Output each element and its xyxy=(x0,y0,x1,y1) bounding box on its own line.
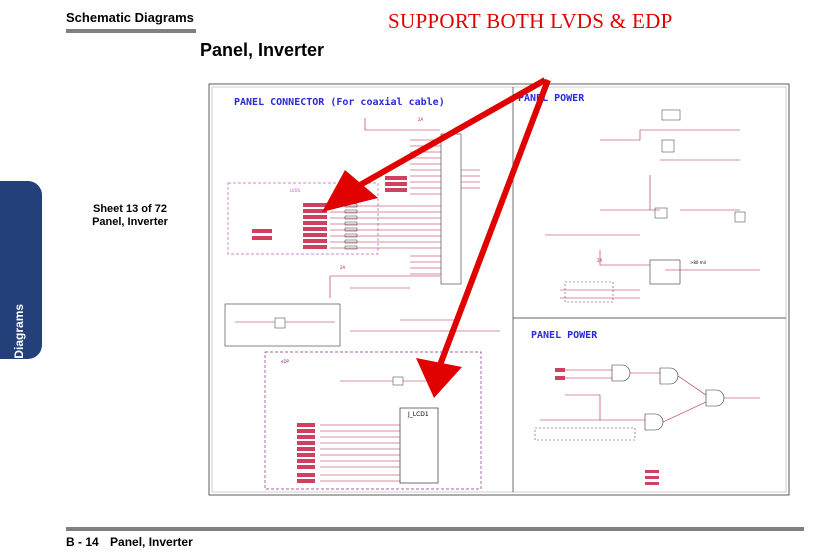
header-rule xyxy=(66,29,196,33)
panel-connector-title: PANEL CONNECTOR (For coaxial cable) xyxy=(234,96,445,108)
current-label-2: 2A xyxy=(340,265,346,270)
power-traces-left xyxy=(329,118,440,298)
connector-pins xyxy=(330,139,480,275)
power-mosfet-3 xyxy=(654,207,668,219)
current-label-3: 2A xyxy=(597,258,603,263)
sheet-number: Sheet 13 of 72 xyxy=(93,203,167,215)
panel-power-traces-1 xyxy=(545,129,760,299)
support-annotation: SUPPORT BOTH LVDS & EDP xyxy=(388,9,673,33)
panel-power-title-1: PANEL POWER xyxy=(518,93,585,104)
power-mosfet-2 xyxy=(661,139,675,153)
current-label-1: 2A xyxy=(418,117,424,122)
trace-width-label: >80 mil xyxy=(690,260,706,265)
lvds-region xyxy=(227,182,379,255)
footer-title: Panel, Inverter xyxy=(110,535,193,549)
edp-region xyxy=(264,351,482,490)
footer-page-ref: B - 14 xyxy=(66,535,99,549)
power-mosfet-1 xyxy=(661,109,681,121)
strap-switch xyxy=(274,317,286,329)
power-switch-ic xyxy=(649,259,681,285)
arrow-head-lvds xyxy=(322,170,378,212)
power-mosfet-4 xyxy=(734,211,746,223)
strap-box xyxy=(224,303,341,347)
schematic-frame xyxy=(208,83,790,496)
edp-connector-body xyxy=(399,407,439,484)
annotation-arrows xyxy=(322,77,551,398)
right-net-flags xyxy=(555,368,659,485)
edp-net-flags xyxy=(297,423,315,483)
page-title: Panel, Inverter xyxy=(200,40,325,60)
arrow-head-edp xyxy=(416,358,462,398)
panel-power-title-2: PANEL POWER xyxy=(531,330,598,341)
power-select-box xyxy=(564,281,614,303)
mid-traces xyxy=(350,319,500,332)
schematic-inner-frame xyxy=(211,86,787,493)
footer-rule xyxy=(66,527,804,531)
sheet-title: Panel, Inverter xyxy=(92,216,168,228)
edp-label: eDP xyxy=(281,359,290,364)
logic-select-box xyxy=(534,427,636,441)
logic-gates xyxy=(611,364,725,431)
section-title: Schematic Diagrams xyxy=(66,10,194,25)
footer: B - 14 Panel, Inverter xyxy=(66,535,201,549)
side-tab[interactable] xyxy=(0,181,42,359)
lvds-label: LVDS xyxy=(290,188,301,193)
arrow-shaft-edp xyxy=(437,78,551,367)
logic-traces xyxy=(540,369,760,423)
panel-connector-body xyxy=(440,133,462,285)
lvds-net-flags xyxy=(252,176,407,249)
sheet-label: Sheet 13 of 72 Panel, Inverter xyxy=(70,203,190,229)
arrow-shaft-lvds xyxy=(358,77,547,188)
edp-traces xyxy=(320,380,430,482)
edp-fuse xyxy=(392,376,404,386)
edp-connector-ref: J_LCD1 xyxy=(407,411,429,418)
